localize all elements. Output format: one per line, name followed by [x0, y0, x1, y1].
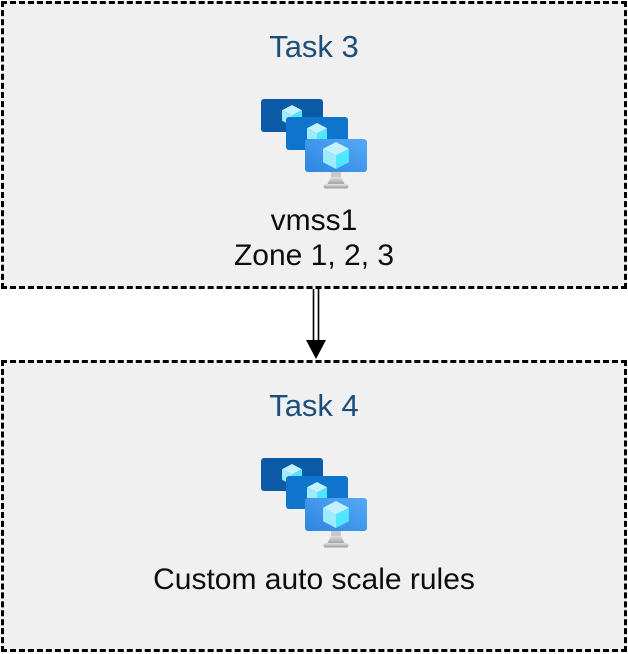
arrow-head	[306, 340, 326, 359]
task4-box: Task 4 Custom auto scale rules	[1, 360, 627, 652]
task3-box: Task 3 vmss1 Zone 1, 2, 3	[1, 1, 627, 289]
task3-title: Task 3	[269, 29, 359, 64]
down-arrow-connector	[306, 289, 326, 359]
task4-caption-block: Custom auto scale rules	[153, 562, 475, 597]
task4-title: Task 4	[269, 388, 359, 423]
vmss-name-label: vmss1	[270, 204, 358, 238]
vmss-zones-label: Zone 1, 2, 3	[233, 239, 395, 273]
autoscale-rules-label: Custom auto scale rules	[153, 563, 475, 597]
vm-scale-sets-icon	[261, 99, 367, 193]
vm-scale-sets-icon	[261, 458, 367, 552]
task3-caption-block: vmss1 Zone 1, 2, 3	[234, 203, 394, 273]
